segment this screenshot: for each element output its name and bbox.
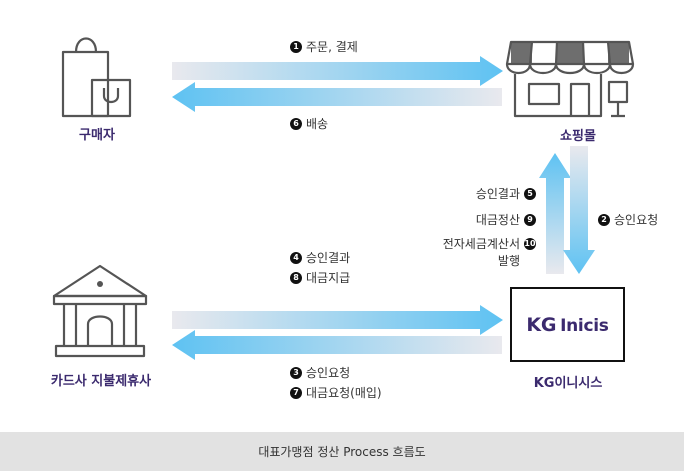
- flow-label-6: 6 배송: [290, 116, 328, 132]
- step-number: 5: [524, 188, 536, 200]
- flow-label-8: 8 대금지급: [290, 270, 350, 286]
- flow-text: 승인결과: [475, 187, 520, 201]
- flow-text: 승인요청: [614, 213, 659, 227]
- flow-text: 주문, 결제: [306, 40, 358, 54]
- flow-label-10-line2: 발행: [440, 253, 520, 269]
- bank-icon: [52, 264, 148, 358]
- node-shop-label: 쇼핑몰: [560, 129, 596, 144]
- flow-text: 승인요청: [306, 366, 351, 380]
- step-number: 4: [290, 252, 302, 264]
- step-number: 7: [290, 387, 302, 399]
- arrow-request-purchase: [172, 330, 502, 360]
- arrow-delivery: [172, 82, 502, 112]
- arrow-approval-request-down: [563, 146, 595, 274]
- flow-label-9: 대금정산 9: [440, 212, 536, 228]
- step-number: 2: [598, 214, 610, 226]
- flow-text: 대금정산: [475, 213, 520, 227]
- flow-label-10: 전자세금계산서 10: [410, 236, 536, 252]
- flow-label-5: 승인결과 5: [440, 186, 536, 202]
- flow-text: 전자세금계산서: [442, 237, 520, 251]
- arrow-order: [172, 56, 503, 86]
- step-number: 6: [290, 118, 302, 130]
- diagram-caption: 대표가맹점 정산 Process 흐름도: [0, 432, 684, 471]
- caption-text: 대표가맹점 정산 Process 흐름도: [258, 445, 426, 459]
- step-number: 3: [290, 367, 302, 379]
- flow-label-7: 7 대금요청(매입): [290, 385, 382, 401]
- shopping-bag-icon: [61, 37, 132, 118]
- flow-text: 대금지급: [306, 271, 351, 285]
- flow-text: 발행: [497, 254, 520, 268]
- step-number: 8: [290, 272, 302, 284]
- logo-kg: KG: [526, 313, 557, 336]
- node-buyer-label: 구매자: [79, 128, 115, 143]
- step-number: 1: [290, 41, 302, 53]
- flow-label-2: 2 승인요청: [598, 212, 658, 228]
- flow-label-1: 1 주문, 결제: [290, 39, 358, 55]
- node-card-label: 카드사 지불제휴사: [50, 374, 152, 389]
- step-number: 10: [524, 238, 536, 250]
- flow-label-3: 3 승인요청: [290, 365, 350, 381]
- flow-text: 대금요청(매입): [306, 386, 382, 400]
- storefront-icon: [505, 40, 635, 118]
- node-kg-label: KG이니시스: [533, 376, 603, 391]
- flow-label-4: 4 승인결과: [290, 250, 350, 266]
- arrow-approval-result-up: [539, 153, 571, 274]
- flow-text: 승인결과: [306, 251, 351, 265]
- flow-text: 배송: [306, 117, 329, 131]
- step-number: 9: [524, 214, 536, 226]
- arrow-result-payment: [172, 305, 503, 335]
- logo-inicis: Inicis: [560, 315, 609, 336]
